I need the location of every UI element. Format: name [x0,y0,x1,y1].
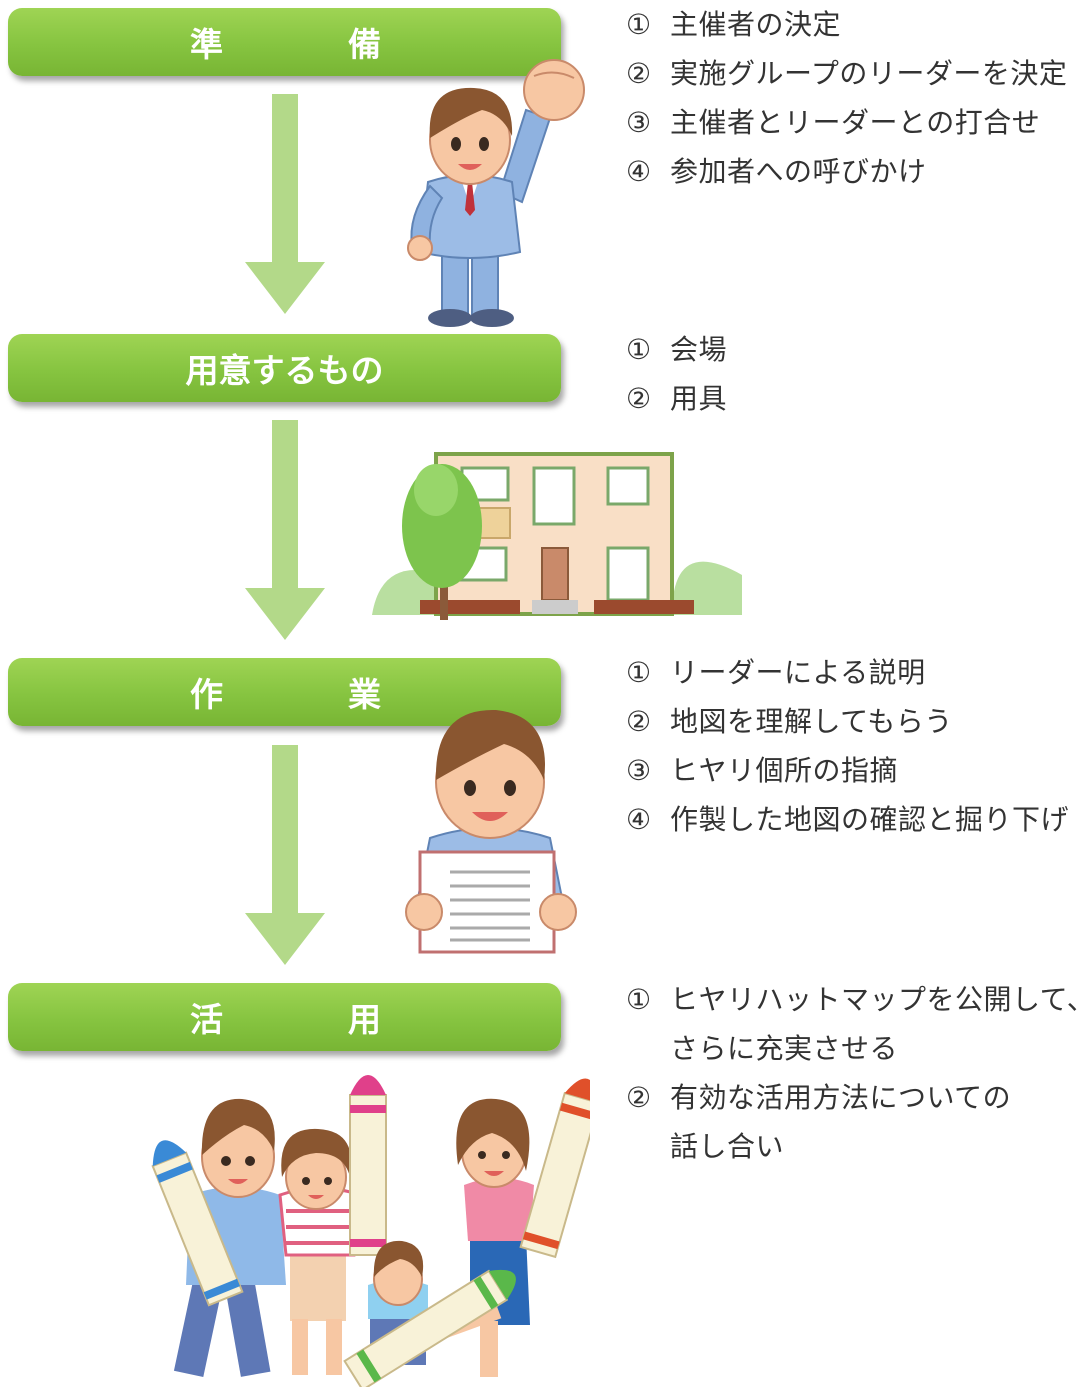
stage-title-right: 業 [348,675,381,714]
stage-title-right: 備 [348,25,381,64]
businessman-illustration [407,59,585,327]
stage-title-right: 用 [348,1000,381,1039]
man-with-document-illustration [405,709,577,954]
stage-title: 用意するもの [185,351,384,390]
stage-title-left: 準 [190,25,223,64]
stage-title-left: 作 [190,675,223,714]
stage-title-left: 活 [190,1000,223,1039]
house-illustration [372,452,742,620]
stage-bar-utilization: 活 用 [8,983,561,1051]
down-arrow-icon [245,420,325,640]
stage-bar-preparation: 準 備 [8,8,561,76]
down-arrow-icon [245,745,325,965]
stage-bar-materials: 用意するもの [8,334,561,402]
down-arrow-icon [245,94,325,314]
family-with-crayons-illustration [151,1075,590,1387]
